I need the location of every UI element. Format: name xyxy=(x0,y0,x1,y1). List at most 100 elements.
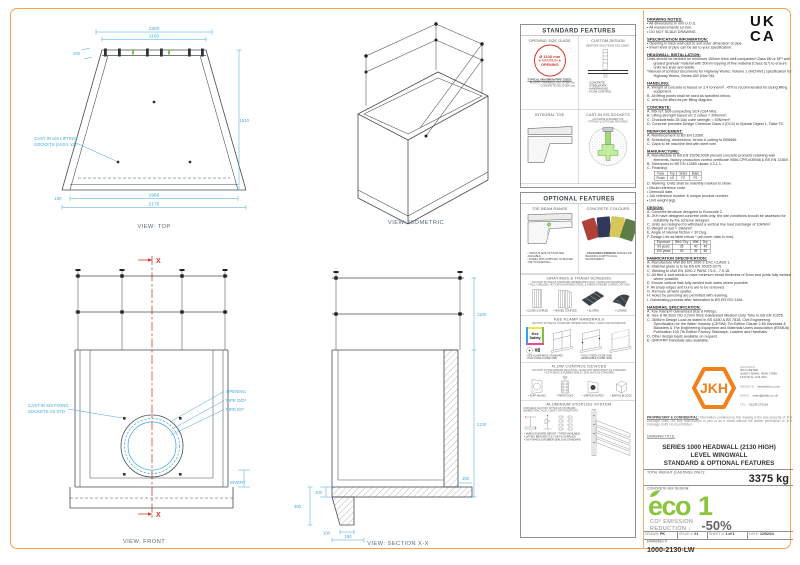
penstock-icon xyxy=(561,376,569,394)
dim-slab-edge: 150 xyxy=(462,476,470,481)
front-view-drawing: X X OPENING PIPE O/D* PIPE I/D* INVERT C… xyxy=(28,256,250,545)
notes-table-cell: 45 xyxy=(690,248,701,254)
flow-control-note: S/S FIXINGS & RUBBER SEALS / SEALANTS AS… xyxy=(523,372,635,375)
hinged-grating-icon xyxy=(558,289,572,310)
dim-unit-height: 2130 xyxy=(477,422,487,427)
notes-line: E. GRP/FRP Handrails also available. xyxy=(647,338,709,343)
notes-line: D. Marking: Units shall be indelibly mar… xyxy=(647,181,732,186)
custom-design-bullets: CONCRETESTEELWORKHANDRAILINGFLOW CONTROL xyxy=(588,82,636,94)
custom-design-bullet: CONCRETE xyxy=(588,82,636,85)
toe-beam-bullet: VARIOUS SIZE OPTIONS ARE AVAILABLE xyxy=(528,252,578,258)
stoplog-bullets: VARIOUS BOARD HEIGHT / TYPES AVAILABLELI… xyxy=(523,433,586,442)
notes-line: • Mould reference code. xyxy=(647,185,687,190)
notes-line: • All dimensions in mm U.O.S. xyxy=(647,21,697,26)
concrete-colours-title: CONCRETE COLOURS xyxy=(586,206,630,212)
notes-line: H. Holes by punching are permitted with … xyxy=(647,293,728,298)
dim-handrail-height: 1100 xyxy=(477,312,487,317)
co2-reduction: CO² EMISSION REDUCTION ↓ -50% xyxy=(650,518,732,533)
custom-steelwork-icon xyxy=(588,49,628,78)
notes-section-title: FABRICATION SPECIFICATION: xyxy=(647,255,708,261)
section-marker-bottom: X xyxy=(156,512,161,519)
notes-line: B. Scheduling, dimensions, bends & cutti… xyxy=(647,137,738,142)
dim-toe-offset: 150 xyxy=(345,534,353,539)
fixing-sockets-note: CAST-IN S/S FIXING xyxy=(28,403,69,408)
penstock-item: PENSTOCKS xyxy=(551,376,579,398)
notes-section-title: REINFORCEMENT: xyxy=(647,129,683,134)
opening-label: OPENING xyxy=(226,389,246,394)
handrail-fully-fixed-icon xyxy=(551,329,573,353)
pipe-od-label: PIPE O/D* xyxy=(226,398,247,403)
notes-section: FABRICATION SPECIFICATION: A. Manufactur… xyxy=(647,256,792,303)
gratings-note: FULLY WELDED, HOT DIP GALVANISED STEEL &… xyxy=(523,284,635,287)
sloped-screen-icon xyxy=(581,290,605,307)
notes-line: D. Weight of soil = 19kN/m³. xyxy=(647,226,694,231)
notes-section: MANUFACTURE: A. Manufacture to BS EN 152… xyxy=(647,149,792,181)
isometric-view-drawing: VIEW: ISOMETRIC xyxy=(357,22,489,226)
revision-row: DRAWN: PK ISSUE #: 01 SHEET #: 1 of 1 DA… xyxy=(644,531,793,540)
handrail-removable-icon xyxy=(609,329,632,353)
optional-features-title: OPTIONAL FEATURES xyxy=(521,193,635,204)
lifting-tick-icon xyxy=(132,50,134,55)
notes-table-cell: Wet / Dry xyxy=(672,239,691,245)
notes-table-cell: F2 xyxy=(689,175,702,181)
curved-screen-icon xyxy=(612,294,630,307)
section-view-drawing: 1100 2130 100 300 100 150 150 VIEW: SECT… xyxy=(294,271,487,547)
notes-section: SPECIFICATION INFORMATION: • Opening in … xyxy=(647,37,792,51)
notes-line: A. Manufacture IAW BS EN 1090-2 EXC CLAS… xyxy=(647,259,731,265)
flow-control-title: FLOW CONTROL DEVICES xyxy=(551,364,607,369)
dim-top-outer: 1300 xyxy=(149,26,160,32)
custom-design-bullet: STEELWORK xyxy=(588,85,636,88)
kee-safety-logo: Kee Safety xyxy=(526,327,545,345)
concrete-colours-note: COLOURED CONCRETE RANGE FOR BLENDING IN … xyxy=(586,252,636,261)
notes-line: C. 360N/m Design Load as stated in BS 61… xyxy=(647,317,790,335)
fitting-icon xyxy=(526,347,533,354)
drawing-title: SERIES 1000 HEADWALL (2130 HIGH) LEVEL W… xyxy=(662,444,776,467)
grating-sloped-item: SLOPED xyxy=(579,290,607,313)
handrails-note: FACTORY FITTED AS STANDARD (WHERE PRACTI… xyxy=(531,322,627,326)
notes-line: Units should be bedded on minimum 150mm … xyxy=(647,56,791,70)
notes-line: C. Finishing: xyxy=(647,165,668,171)
gratings-note: FACTORY FITTED AS STANDARD (WHERE PRACTI… xyxy=(531,281,627,285)
stoplog-channel-icon xyxy=(558,415,573,431)
integral-toe-cell: INTEGRAL TOE xyxy=(521,110,579,184)
handrail-option: KEE KLAMP #8 AS STANDARD xyxy=(526,355,578,358)
standard-features-panel: STANDARD FEATURES OPENING SIZE GUIDE Ø 1… xyxy=(520,24,636,188)
integral-toe-icon xyxy=(527,126,572,163)
drawn-label: DRAWN: xyxy=(645,532,660,537)
stoplog-bullet: VARIOUS BOARD HEIGHT / TYPES AVAILABLE xyxy=(524,433,586,436)
orifice-plate-icon xyxy=(587,381,599,394)
notes-line: A. Concrete structure designed to Euroco… xyxy=(647,209,724,214)
notes-line: C. Welding to IAW EN 1090-2 PARA 7.5.6 -… xyxy=(647,268,731,273)
notes-section: HANDLING: A. Weight of concrete is based… xyxy=(647,81,792,103)
cast-in-sockets-title: CAST-IN S/S SOCKETS xyxy=(586,112,630,118)
custom-design-cell: CUSTOM DESIGN BESPOKE SOLUTIONS INCLUDIN… xyxy=(579,36,636,110)
eco-logo: eco 1 xyxy=(648,490,714,521)
handrail-option: HALF FIXED (CODE: H08) xyxy=(526,358,578,361)
issue-label: ISSUE #: xyxy=(679,532,694,537)
svg-text:SOCKETS AS STD: SOCKETS AS STD xyxy=(28,409,65,414)
total-weight-label: TOTAL WEIGHT (CASTINGS ONLY): xyxy=(647,471,706,475)
view-section-caption: VIEW: SECTION X-X xyxy=(367,541,429,547)
handrails-title: KEE KLAMP HANDRAILS xyxy=(553,317,605,322)
notes-line: E. Angle of internal friction = 30 Deg. xyxy=(647,230,708,235)
drawing-number-label: DRAWING #: xyxy=(647,540,668,544)
sheet-border xyxy=(10,8,791,549)
address-line: JKH LIMITED xyxy=(740,369,759,372)
tel-label: TEL: xyxy=(740,403,747,407)
dim-wall-top: 100 xyxy=(73,51,81,56)
notes-line: C. Gaps to be machine tied with steel wi… xyxy=(647,141,718,146)
drawing-number-value: 1000-2130-LW xyxy=(647,545,695,554)
notes-line: • All measurements ±3 mm. xyxy=(647,25,693,30)
dim-height: 1910 xyxy=(240,118,250,123)
notes-section: CONCRETE: A. Mix ref: Self-compacting SC… xyxy=(647,105,792,127)
notes-section: D. Marking: Units shall be indelibly mar… xyxy=(647,181,792,204)
close-coupled-grating-icon xyxy=(532,289,542,308)
view-front-caption: VIEW: FRONT xyxy=(123,539,165,545)
handrail-half-fixed-icon xyxy=(580,329,602,353)
max-opening-badge: Ø 1100 mm ◄ MAXIMUM ► OPENING xyxy=(533,44,566,77)
custom-design-bullet: HANDRAILING xyxy=(588,88,636,91)
notes-table-cell: Exposure xyxy=(653,239,674,245)
notes-table-cell: U2 xyxy=(667,175,678,181)
